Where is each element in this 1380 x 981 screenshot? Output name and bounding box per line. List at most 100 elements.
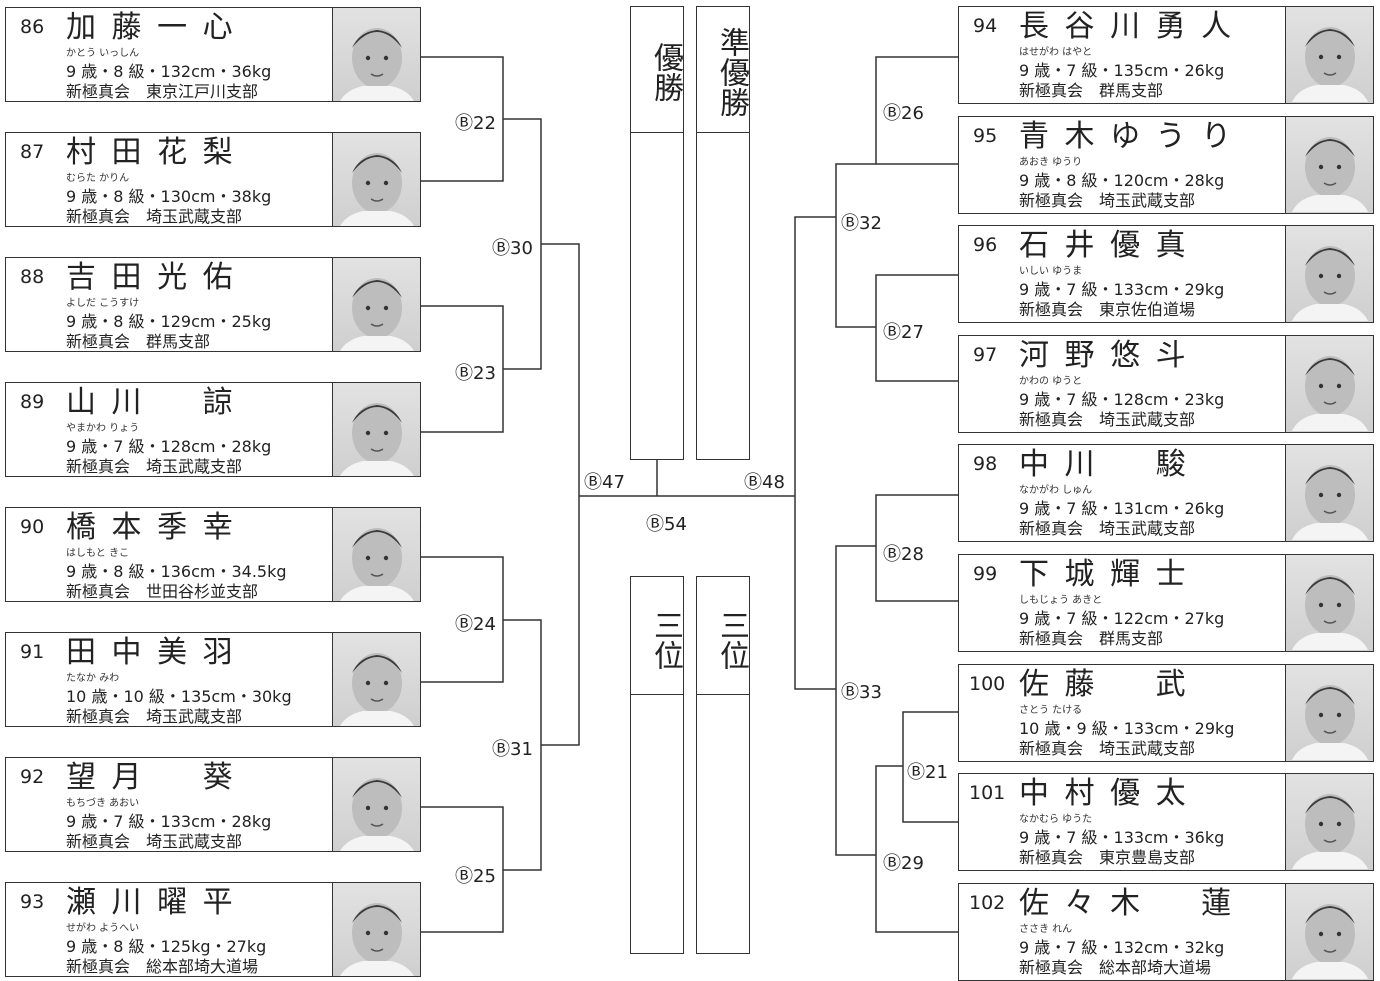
competitor-name: 中 村 優 太 [1019, 776, 1189, 812]
third-place-label: 三位 [697, 577, 749, 695]
entry-number: 100 [969, 672, 1006, 695]
competitor-card: 96 石 井 優 真 いしい ゆうま 9 歳・7 級・133cm・29kg 新極… [958, 225, 1374, 324]
competitor-card: 98 中 川 駿 なかがわ しゅん 9 歳・7 級・131cm・26kg 新極真… [958, 444, 1374, 543]
portrait-icon [1292, 903, 1368, 979]
competitor-name: 長 谷 川 勇 人 [1019, 9, 1235, 44]
competitor-stats: 9 歳・7 級・132cm・32kg [1019, 937, 1225, 957]
portrait-icon [1292, 465, 1368, 541]
competitor-name: 瀬 川 曜 平 [66, 885, 236, 920]
portrait-icon [1292, 355, 1368, 431]
competitor-name: 佐 藤 武 [1019, 666, 1189, 702]
competitor-card: 101 中 村 優 太 なかむら ゆうた 9 歳・7 級・133cm・36kg … [958, 773, 1374, 872]
bout-label: Ⓑ54 [645, 510, 688, 536]
entry-number: 88 [20, 266, 45, 288]
name-reading: しもじょう あきと [1019, 595, 1103, 606]
competitor-name: 佐 々 木 蓮 [1019, 885, 1235, 921]
bout-label: Ⓑ25 [454, 862, 497, 888]
name-reading: たなか みわ [66, 673, 120, 684]
runner-up-box: 準優勝 [696, 6, 750, 460]
competitor-name: 田 中 美 羽 [66, 635, 236, 670]
club-name: 新極真会 群馬支部 [1019, 81, 1164, 100]
competitor-photo [1285, 774, 1373, 871]
competitor-photo [1285, 335, 1373, 432]
entry-number: 94 [973, 15, 998, 37]
bout-label: Ⓑ31 [491, 735, 534, 761]
portrait-icon [1292, 246, 1368, 322]
bout-label: Ⓑ33 [840, 678, 883, 704]
entry-number: 101 [969, 782, 1006, 805]
competitor-photo [1285, 7, 1373, 103]
competitor-name: 石 井 優 真 [1019, 228, 1189, 264]
club-name: 新極真会 群馬支部 [1019, 629, 1164, 648]
competitor-stats: 9 歳・7 級・128cm・28kg [66, 437, 272, 456]
competitor-photo [332, 508, 420, 601]
competitor-name: 中 川 駿 [1019, 447, 1189, 483]
portrait-icon [340, 903, 414, 976]
competitor-name: 下 城 輝 士 [1019, 557, 1189, 592]
competitor-stats: 9 歳・7 級・133cm・28kg [66, 812, 272, 831]
portrait-icon [340, 153, 414, 226]
competitor-stats: 9 歳・8 級・130cm・38kg [66, 187, 272, 206]
bout-label: Ⓑ26 [882, 99, 925, 125]
competitor-name: 村 田 花 梨 [66, 135, 236, 170]
club-name: 新極真会 埼玉武蔵支部 [1019, 190, 1196, 210]
competitor-card: 100 佐 藤 武 さとう たける 10 歳・9 級・133cm・29kg 新極… [958, 663, 1374, 762]
club-name: 新極真会 埼玉武蔵支部 [1019, 519, 1196, 539]
competitor-card: 99 下 城 輝 士 しもじょう あきと 9 歳・7 級・122cm・27kg … [958, 554, 1374, 652]
competitor-card: 90 橋 本 季 幸 はしもと きこ 9 歳・8 級・136cm・34.5kg … [5, 507, 421, 602]
club-name: 新極真会 東京佐伯道場 [1019, 300, 1196, 320]
competitor-photo [332, 633, 420, 726]
name-reading: あおき ゆうり [1019, 156, 1083, 168]
portrait-icon [340, 778, 414, 851]
competitor-name: 河 野 悠 斗 [1019, 337, 1189, 373]
bout-label: Ⓑ22 [454, 109, 497, 135]
entry-number: 86 [20, 16, 45, 38]
competitor-card: 86 加 藤 一 心 かとう いっしん 9 歳・8 級・132cm・36kg 新… [5, 7, 421, 102]
competitor-name: 加 藤 一 心 [66, 10, 236, 45]
competitor-name: 青 木 ゆ う り [1019, 118, 1235, 154]
entry-number: 102 [969, 891, 1006, 914]
competitor-stats: 9 歳・7 級・133cm・36kg [1019, 828, 1225, 848]
bout-label: Ⓑ28 [882, 540, 925, 566]
portrait-icon [340, 278, 414, 351]
bout-label: Ⓑ21 [906, 758, 949, 784]
competitor-card: 88 吉 田 光 佑 よしだ こうすけ 9 歳・8 級・129cm・25kg 新… [5, 257, 421, 352]
bout-label: Ⓑ48 [743, 468, 786, 494]
club-name: 新極真会 総本部埼大道場 [1019, 957, 1212, 977]
third-place-box: 三位 [630, 576, 684, 954]
entry-number: 89 [20, 391, 45, 413]
entry-number: 92 [20, 766, 45, 788]
competitor-stats: 9 歳・7 級・128cm・23kg [1019, 389, 1225, 409]
name-reading: なかむら ゆうた [1019, 814, 1093, 826]
portrait-icon [1292, 136, 1368, 212]
competitor-photo [332, 8, 420, 101]
entry-number: 98 [973, 453, 998, 476]
name-reading: かわの ゆうと [1019, 375, 1083, 387]
club-name: 新極真会 埼玉武蔵支部 [66, 832, 243, 851]
portrait-icon [340, 528, 414, 601]
club-name: 新極真会 埼玉武蔵支部 [66, 707, 243, 726]
entry-number: 90 [20, 516, 45, 538]
competitor-card: 95 青 木 ゆ う り あおき ゆうり 9 歳・8 級・120cm・28kg … [958, 115, 1374, 214]
champion-label: 優勝 [631, 7, 683, 133]
name-reading: やまかわ りょう [66, 423, 140, 434]
portrait-icon [1292, 575, 1368, 650]
club-name: 新極真会 埼玉武蔵支部 [66, 207, 243, 226]
portrait-icon [1292, 27, 1368, 102]
entry-number: 99 [973, 563, 998, 585]
club-name: 新極真会 東京豊島支部 [1019, 848, 1196, 868]
competitor-stats: 9 歳・7 級・122cm・27kg [1019, 609, 1225, 628]
competitor-card: 93 瀬 川 曜 平 せがわ ようへい 9 歳・8 級・125kg・27kg 新… [5, 882, 421, 977]
competitor-photo [332, 383, 420, 476]
competitor-stats: 9 歳・7 級・131cm・26kg [1019, 499, 1225, 519]
portrait-icon [340, 653, 414, 726]
club-name: 新極真会 埼玉武蔵支部 [1019, 409, 1196, 429]
competitor-card: 92 望 月 葵 もちづき あおい 9 歳・7 級・133cm・28kg 新極真… [5, 757, 421, 852]
name-reading: もちづき あおい [66, 798, 140, 809]
portrait-icon [1292, 684, 1368, 760]
bout-label: Ⓑ32 [840, 209, 883, 235]
competitor-stats: 9 歳・8 級・129cm・25kg [66, 312, 272, 331]
competitor-photo [1285, 116, 1373, 213]
competitor-photo [1285, 664, 1373, 761]
competitor-photo [1285, 555, 1373, 651]
